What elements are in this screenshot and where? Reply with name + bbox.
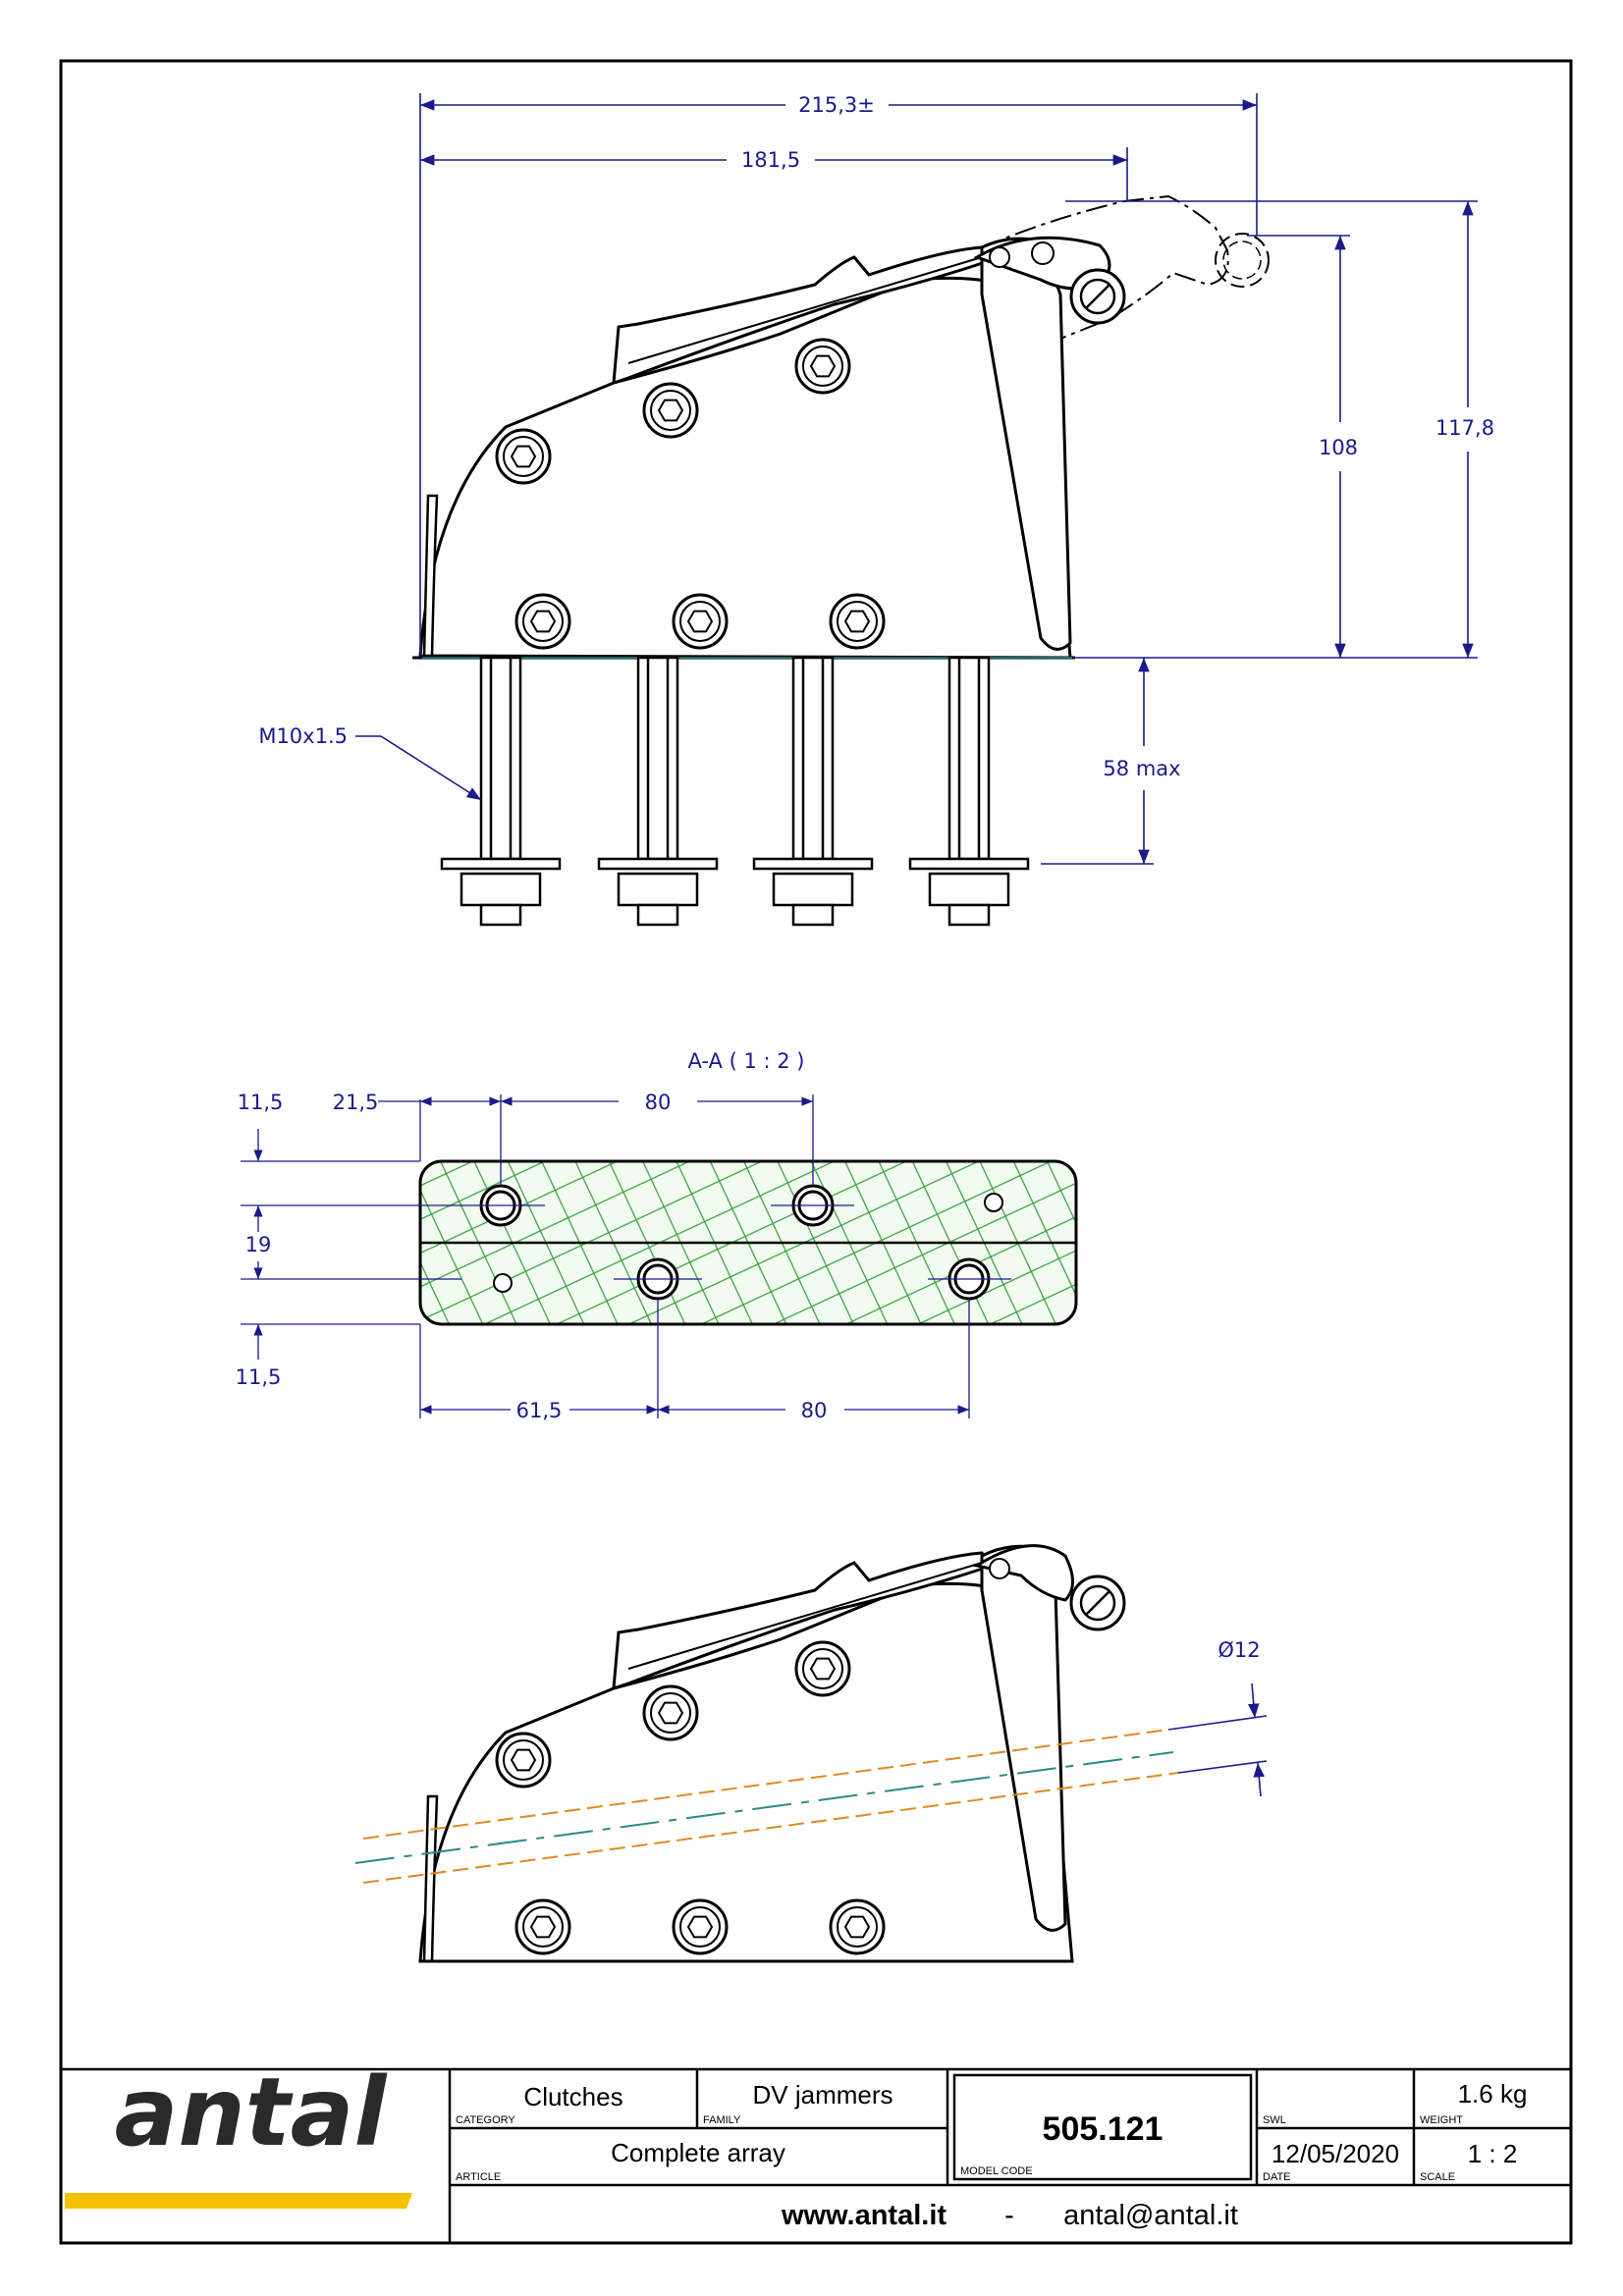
- cam-cover: [612, 245, 995, 386]
- dim-bolt-max: 58 max: [1103, 757, 1180, 780]
- dim-top-spacing: 80: [645, 1091, 672, 1114]
- dim-left-offset: 21,5: [333, 1091, 379, 1114]
- model-code-label: MODEL CODE: [960, 2165, 1033, 2177]
- scale-label: SCALE: [1420, 2171, 1455, 2183]
- model-code-value: 505.121: [1043, 2110, 1163, 2148]
- website-link[interactable]: www.antal.it: [781, 2200, 947, 2231]
- dim-top-offset: 11,5: [238, 1091, 284, 1114]
- category-value: Clutches: [523, 2082, 622, 2111]
- scale-value: 1 : 2: [1468, 2139, 1518, 2168]
- logo-underline: [65, 2193, 412, 2209]
- category-label: CATEGORY: [456, 2114, 515, 2126]
- dim-overall-length: 215,3±: [798, 93, 875, 117]
- dim-bottom-offset: 11,5: [236, 1365, 282, 1389]
- drawing-frame: [59, 59, 1573, 2245]
- clutch-body: [418, 276, 1072, 660]
- section-title: A-A ( 1 : 2 ): [688, 1049, 805, 1073]
- dim-bottom-left: 61,5: [516, 1399, 563, 1422]
- email-link[interactable]: antal@antal.it: [1063, 2200, 1238, 2231]
- weight-value: 1.6 kg: [1458, 2079, 1528, 2109]
- dim-height-117-8: 117,8: [1435, 416, 1494, 440]
- contact-separator: -: [1004, 2200, 1014, 2231]
- date-label: DATE: [1263, 2171, 1291, 2183]
- lever-arm: [980, 237, 1072, 651]
- title-block: antal Clutches CATEGORY DV jammers FAMIL…: [61, 2057, 1571, 2243]
- dim-body-length: 181,5: [741, 148, 800, 172]
- section-view: A-A ( 1 : 2 ): [236, 1049, 1078, 1422]
- dim-bottom-spacing: 80: [801, 1399, 828, 1422]
- logo-text: antal: [115, 2057, 388, 2167]
- article-label: ARTICLE: [456, 2171, 501, 2183]
- family-value: DV jammers: [752, 2080, 893, 2109]
- stud-bolts: [440, 656, 1030, 927]
- side-view: Ø12: [354, 1544, 1268, 1963]
- dim-height-108: 108: [1319, 436, 1358, 459]
- dim-thread: M10x1.5: [258, 724, 348, 748]
- swl-label: SWL: [1263, 2114, 1286, 2126]
- article-value: Complete array: [611, 2138, 785, 2167]
- dim-middle: 19: [245, 1233, 272, 1256]
- family-label: FAMILY: [703, 2114, 741, 2126]
- top-view: 215,3± 181,5 108 117,8 M10x1.5 58 max: [258, 93, 1494, 927]
- dim-rope-diameter: Ø12: [1217, 1638, 1260, 1662]
- clutch-body-side: [418, 1581, 1074, 1963]
- date-value: 12/05/2020: [1271, 2139, 1399, 2168]
- weight-label: WEIGHT: [1420, 2114, 1463, 2126]
- antal-logo: antal: [65, 2057, 412, 2209]
